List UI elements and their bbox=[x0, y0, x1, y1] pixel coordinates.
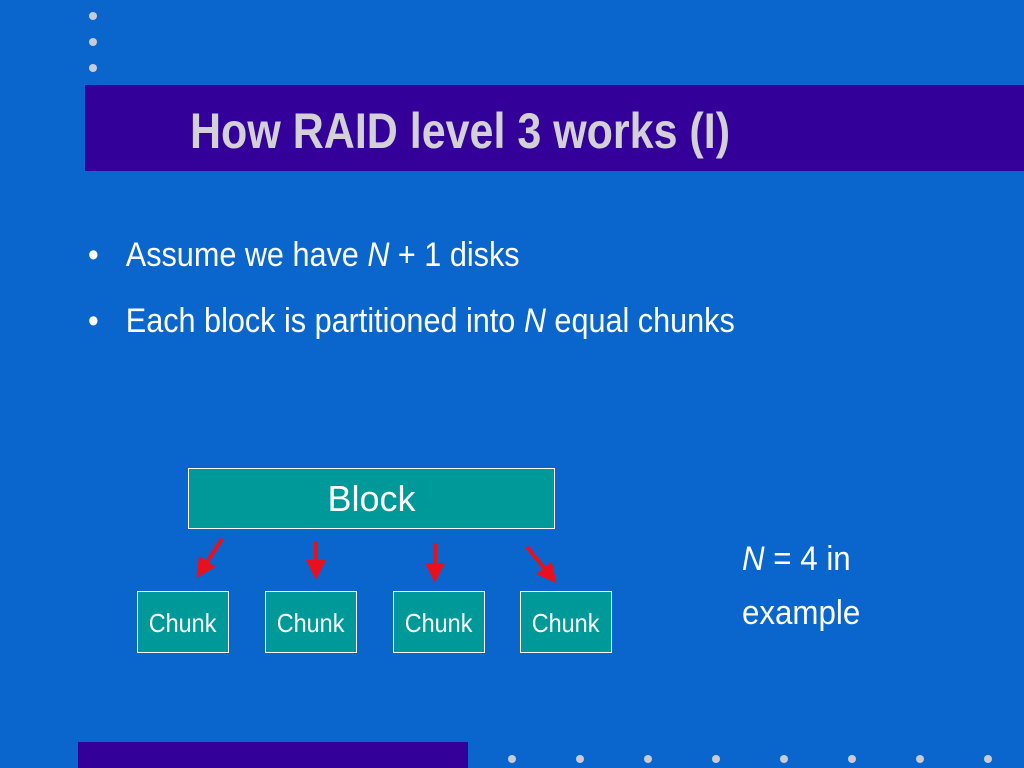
arrow-to-chunk-1 bbox=[196, 537, 224, 579]
chunk-box: Chunk bbox=[265, 591, 357, 653]
decor-dot bbox=[644, 755, 652, 763]
decor-dot bbox=[508, 755, 516, 763]
bullet-text: Assume we have N + 1 disks bbox=[126, 236, 520, 275]
bullet-text: Each block is partitioned into N equal c… bbox=[126, 302, 735, 341]
bullet-variable-n: N bbox=[367, 236, 390, 274]
bullet-variable-n: N bbox=[523, 302, 546, 340]
decor-dot bbox=[984, 755, 992, 763]
chunk-box: Chunk bbox=[137, 591, 229, 653]
example-note-line-2: example bbox=[742, 594, 861, 632]
decor-dot bbox=[780, 755, 788, 763]
decor-dot bbox=[712, 755, 720, 763]
footer-bar bbox=[78, 742, 468, 768]
decor-dot bbox=[916, 755, 924, 763]
example-note: N = 4 in example bbox=[742, 532, 860, 640]
chunk-box: Chunk bbox=[393, 591, 485, 653]
bullet-text-pre: Assume we have bbox=[125, 236, 368, 274]
bullet-text-post: + 1 disks bbox=[389, 236, 520, 274]
note-variable-n: N bbox=[742, 540, 765, 578]
chunk-label: Chunk bbox=[277, 608, 345, 638]
decor-dot bbox=[848, 755, 856, 763]
decor-dot bbox=[89, 38, 97, 46]
chunk-label: Chunk bbox=[149, 608, 217, 638]
bullet-marker: • bbox=[88, 236, 99, 274]
chunk-label: Chunk bbox=[405, 608, 473, 638]
chunk-label: Chunk bbox=[532, 608, 600, 638]
bullet-text-pre: Each block is partitioned into bbox=[125, 302, 524, 340]
decor-dot bbox=[89, 12, 97, 20]
example-note-line-1: N = 4 in bbox=[742, 532, 860, 586]
arrow-to-chunk-4 bbox=[525, 545, 557, 584]
bullet-marker: • bbox=[88, 302, 99, 340]
title-bar bbox=[85, 85, 1024, 171]
chunk-box: Chunk bbox=[520, 591, 612, 653]
note-line1-rest: = 4 in bbox=[764, 540, 851, 578]
block-box: Block bbox=[188, 468, 555, 529]
slide-title: How RAID level 3 works (I) bbox=[190, 103, 731, 159]
bullet-text-post: equal chunks bbox=[545, 302, 735, 340]
decor-dot bbox=[89, 64, 97, 72]
decor-dot bbox=[576, 755, 584, 763]
